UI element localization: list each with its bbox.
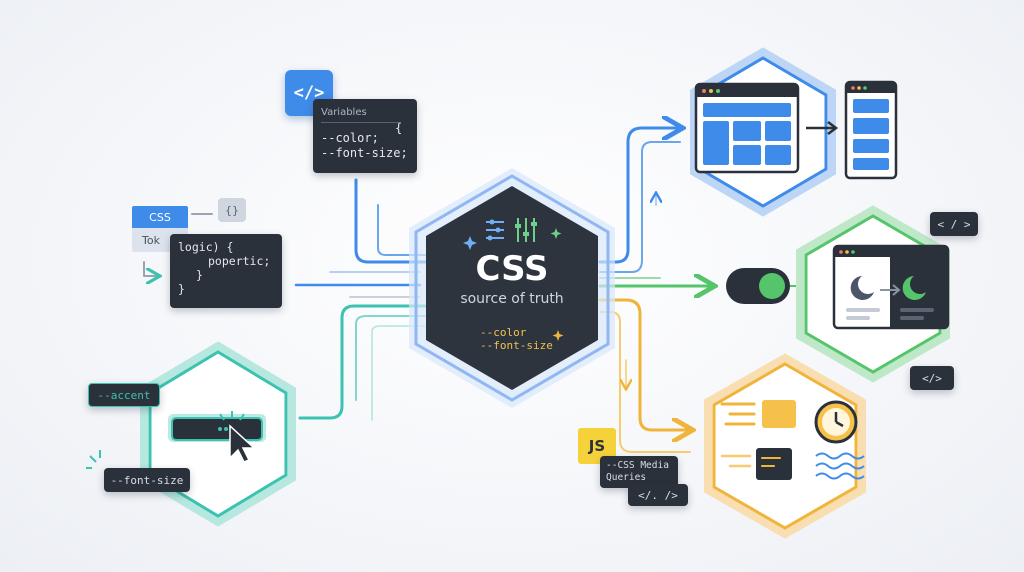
button-icon[interactable]	[168, 414, 266, 442]
media-line-1: --CSS Media	[606, 460, 669, 471]
wire-variables-2	[377, 204, 426, 256]
toggle-icon[interactable]	[726, 268, 790, 304]
wire-accent-2	[355, 315, 426, 401]
cursor-icon	[219, 411, 256, 463]
center-hexagon	[409, 168, 615, 408]
accent-tag: --accent	[88, 383, 160, 407]
media-queries-card: --CSS Media Queries	[600, 456, 678, 488]
tokens-code-card: logic) { popertic; } }	[170, 234, 282, 308]
media-line-2: Queries	[606, 472, 647, 483]
variables-header: Variables	[321, 105, 399, 123]
moon-icon	[902, 276, 926, 300]
moon-icon	[850, 276, 874, 300]
center-subtitle: source of truth	[460, 291, 564, 307]
sliders-icon	[486, 218, 537, 242]
wire-motion-1	[598, 298, 690, 430]
center-var-font-size: --font-size	[480, 339, 553, 352]
theme-window-icon	[832, 244, 950, 330]
variables-label: Variables	[321, 107, 367, 118]
variables-line-font-size: --font-size;	[321, 146, 408, 160]
wire-accent-3	[371, 325, 426, 421]
wire-variables-1	[354, 178, 427, 264]
bubble-text: {}	[225, 203, 239, 217]
clock-icon	[814, 400, 858, 444]
tokens-line-2: popertic;	[208, 254, 271, 268]
motion-lines-icon	[720, 400, 796, 480]
tokens-line-1: logic) {	[178, 240, 234, 254]
desktop-layout-icon	[694, 82, 800, 174]
motion-tag: </. />	[628, 484, 688, 506]
spark-lines-icon	[86, 450, 101, 469]
tokens-line-3: }	[196, 268, 203, 282]
center-title: CSS	[475, 249, 549, 289]
wire-layout-1	[598, 128, 680, 264]
css-tag: CSS	[132, 206, 188, 228]
tokens-line-4: }	[178, 282, 185, 296]
center-var-color: --color	[480, 326, 527, 339]
motion-hexagon	[704, 353, 866, 539]
mobile-layout-icon	[844, 80, 898, 180]
center-label: CSS source of truth	[436, 250, 588, 308]
variables-line-color: --color;	[321, 131, 379, 145]
accent-font-size-tag: --font-size	[104, 468, 190, 492]
variables-card: Variables { --color; --font-size;	[313, 99, 417, 173]
arrow-right-icon	[806, 121, 839, 135]
tokens-arrow	[143, 261, 158, 276]
wave-icon	[815, 452, 865, 480]
theme-tag-bottom: </>	[910, 366, 954, 390]
wire-accent-1	[298, 304, 427, 420]
wire-layout-2	[599, 141, 681, 273]
braces-icon: {}	[218, 198, 246, 222]
variables-brace: {	[395, 121, 403, 135]
theme-tag-top: < / >	[930, 212, 978, 236]
center-vars: --color --font-size	[480, 326, 570, 352]
sparkle-icon	[463, 228, 564, 341]
